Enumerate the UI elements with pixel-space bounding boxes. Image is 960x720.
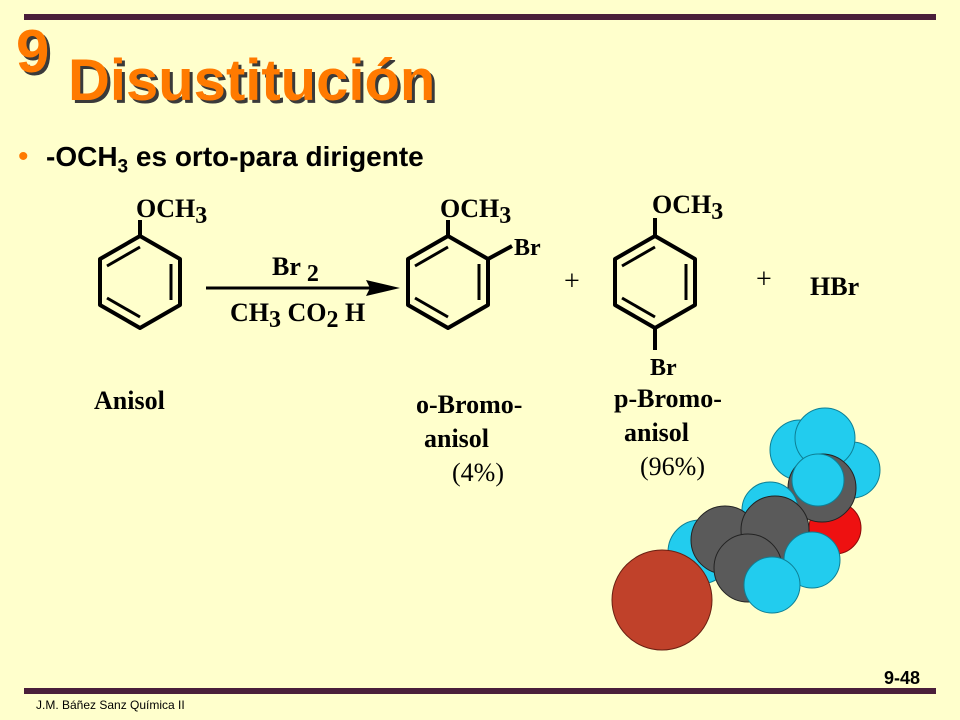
hbr-product: HBr [810,272,860,301]
ortho-name-line1: o-Bromo- [416,390,523,419]
para-och-subscript: 3 [711,199,724,226]
chapter-number: 9 [16,18,50,85]
slide-number: 9-48 [883,668,920,688]
reagent-bromine: Br 2 [272,252,319,288]
para-bromo: Br [650,355,677,381]
para-yield: (96%) [640,452,705,481]
bullet-text: -OCH3 es orto-para dirigente [46,140,424,179]
para-ring [613,218,697,350]
anisole-och: OCH [136,194,196,223]
plus-sign-1: + [564,266,580,297]
reagent-br: Br [272,252,301,281]
solvent-sub2: 2 [326,307,339,334]
space-filling-model [611,407,881,651]
reagent-solvent: CH3 CO2 H [230,298,366,334]
anisole-ring [98,220,182,330]
bullet-subscript: 3 [117,156,129,178]
top-rule [24,14,936,20]
ortho-bromo: Br [514,235,541,261]
solvent-sub1: 3 [269,307,281,334]
anisole-och-subscript: 3 [195,203,208,230]
reaction-arrow [206,280,400,296]
slide-title: Disustitución [68,48,436,113]
plus-sign-2: + [756,264,772,295]
ortho-ring [406,220,513,330]
solvent-part2: CO [287,298,327,327]
solvent-part1: CH [230,298,269,327]
bullet-dot-icon: • [18,140,29,173]
para-name-line1: p-Bromo- [614,384,722,413]
footer-author: J.M. Báñez Sanz Química II [36,698,185,712]
ortho-yield: (4%) [452,458,504,487]
ortho-substituent: OCH3 [440,194,512,230]
bullet-main: -OCH [46,141,118,172]
ortho-och-subscript: 3 [499,203,512,230]
para-och: OCH [652,190,712,219]
ortho-och: OCH [440,194,500,223]
solvent-part3: H [345,298,366,327]
ortho-name-line2: anisol [424,424,490,453]
para-substituent: OCH3 [652,190,724,226]
para-name-line2: anisol [624,418,690,447]
anisole-name: Anisol [94,386,165,415]
bullet-rest: es orto-para dirigente [128,141,424,172]
bottom-rule [24,688,936,694]
reagent-br-subscript: 2 [306,261,319,288]
anisole-substituent: OCH3 [136,194,208,230]
